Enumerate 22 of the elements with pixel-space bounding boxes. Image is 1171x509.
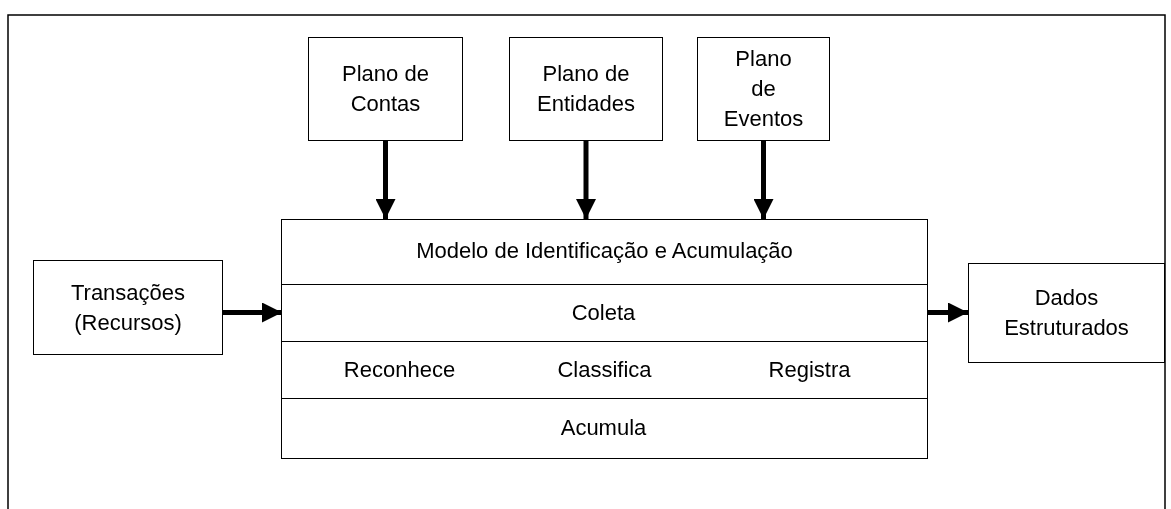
arrow (375, 141, 396, 219)
step-label: Classifica (556, 355, 653, 384)
arrow (576, 141, 596, 219)
node-label: Transações (Recursos) (69, 278, 187, 337)
node-label: Plano de Eventos (722, 45, 805, 133)
process-box (697, 37, 830, 141)
node-label: Coleta (570, 298, 637, 327)
process-box (968, 263, 1165, 363)
node-label: Plano de Contas (341, 60, 430, 118)
arrow (927, 302, 968, 323)
arrow (753, 141, 774, 219)
node-label: Dados Estruturados (1003, 284, 1130, 342)
heading: Modelo de Identificação e Acumulação (415, 237, 794, 265)
node-label: Acumula (559, 414, 648, 442)
model-box (281, 219, 928, 459)
step-label: Reconhece (342, 355, 457, 384)
node-label: Plano de Entidades (536, 60, 636, 118)
arrow (223, 302, 282, 323)
process-box (509, 37, 663, 141)
process-box (33, 260, 223, 355)
process-box (308, 37, 463, 141)
step-label: Registra (767, 355, 852, 384)
